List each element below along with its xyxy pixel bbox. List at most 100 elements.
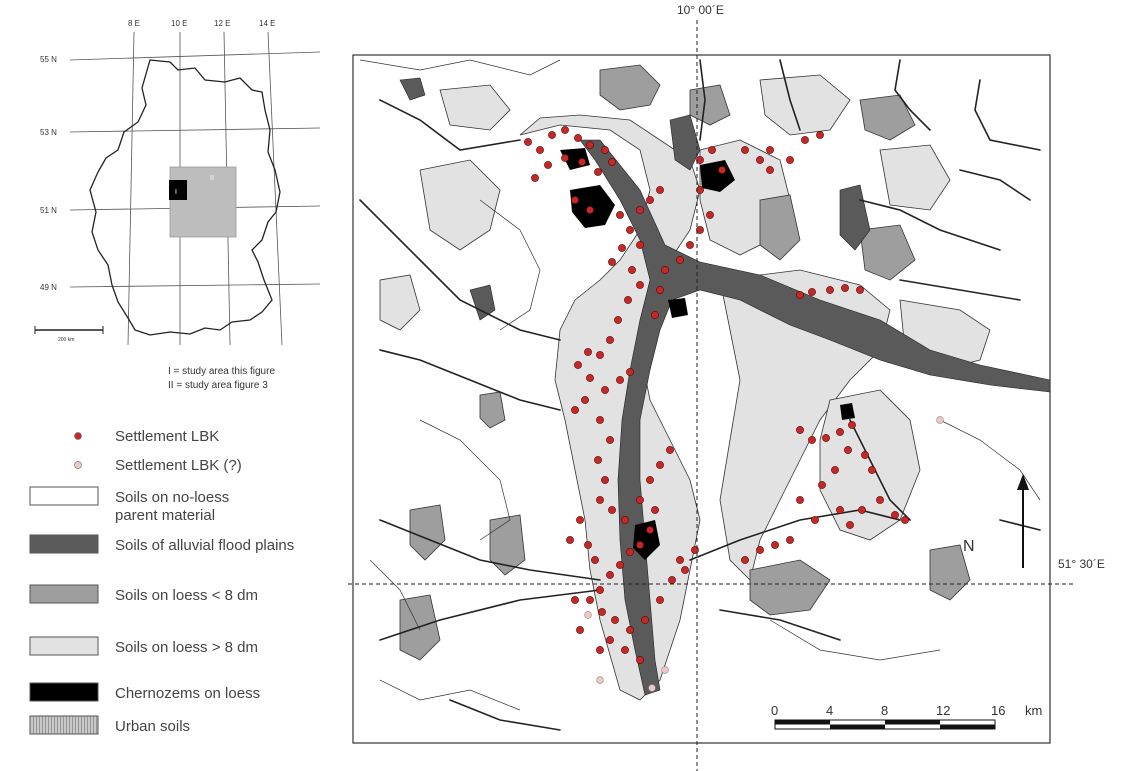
legend-swatch bbox=[74, 461, 82, 469]
settlement-lbk-dot bbox=[771, 541, 779, 549]
inset-caption-2: II = study area figure 3 bbox=[168, 380, 268, 391]
settlement-lbk-dot bbox=[656, 186, 664, 194]
settlement-lbk-dot bbox=[596, 586, 604, 594]
soil-boundaries bbox=[359, 59, 1041, 711]
settlement-lbk-dot bbox=[841, 284, 849, 292]
settlement-lbk-uncertain-dot bbox=[648, 684, 656, 692]
settlement-lbk-dot bbox=[598, 608, 606, 616]
settlement-lbk-dot bbox=[836, 506, 844, 514]
settlement-lbk-dot bbox=[571, 406, 579, 414]
settlement-lbk-uncertain-dot bbox=[596, 676, 604, 684]
legend-item-urban: Urban soils bbox=[29, 715, 190, 735]
settlement-lbk-dot bbox=[646, 476, 654, 484]
settlement-lbk-dot bbox=[741, 146, 749, 154]
settlement-lbk-uncertain-dot bbox=[584, 611, 592, 619]
inset-lat-label: 51 N bbox=[40, 206, 57, 215]
settlement-lbk-dot bbox=[696, 186, 704, 194]
settlement-lbk-dot bbox=[808, 288, 816, 296]
legend-swatch bbox=[29, 584, 99, 604]
settlement-lbk-dot bbox=[858, 506, 866, 514]
settlement-lbk-dot bbox=[786, 536, 794, 544]
settlement-lbk-dot bbox=[626, 626, 634, 634]
settlement-lbk-dot bbox=[836, 428, 844, 436]
settlement-lbk-dot bbox=[636, 281, 644, 289]
legend-item-settlement_lbk_q: Settlement LBK (?) bbox=[74, 457, 242, 474]
settlement-lbk-dot bbox=[796, 291, 804, 299]
settlement-lbk-dot bbox=[696, 226, 704, 234]
settlement-lbk-dot bbox=[606, 436, 614, 444]
settlement-lbk-dot bbox=[641, 616, 649, 624]
settlement-lbk-dot bbox=[616, 211, 624, 219]
settlement-dots bbox=[524, 126, 944, 692]
settlement-lbk-dot bbox=[566, 536, 574, 544]
parallel-label: 51° 30´E bbox=[1058, 557, 1105, 571]
settlement-lbk-dot bbox=[846, 521, 854, 529]
settlement-lbk-dot bbox=[651, 311, 659, 319]
settlement-lbk-dot bbox=[594, 456, 602, 464]
legend-label: Chernozems on loess bbox=[115, 685, 260, 702]
settlement-lbk-dot bbox=[808, 436, 816, 444]
legend-swatch bbox=[29, 682, 99, 702]
scalebar-tick-label: 4 bbox=[826, 703, 833, 718]
settlement-lbk-dot bbox=[801, 136, 809, 144]
settlement-lbk-dot bbox=[708, 146, 716, 154]
settlement-lbk-dot bbox=[616, 376, 624, 384]
settlement-lbk-dot bbox=[596, 351, 604, 359]
settlement-lbk-dot bbox=[586, 206, 594, 214]
settlement-lbk-dot bbox=[856, 286, 864, 294]
legend-item-settlement_lbk: Settlement LBK bbox=[74, 428, 219, 445]
settlement-lbk-dot bbox=[796, 496, 804, 504]
settlement-lbk-dot bbox=[844, 446, 852, 454]
settlement-lbk-dot bbox=[584, 541, 592, 549]
settlement-lbk-dot bbox=[691, 546, 699, 554]
settlement-lbk-dot bbox=[626, 548, 634, 556]
settlement-lbk-dot bbox=[816, 131, 824, 139]
settlement-lbk-dot bbox=[576, 516, 584, 524]
settlement-lbk-uncertain-dot bbox=[661, 666, 669, 674]
inset-lon-label: 12 E bbox=[214, 19, 230, 28]
alluvial-areas bbox=[399, 77, 1050, 696]
germany-outline bbox=[89, 59, 281, 336]
settlement-lbk-dot bbox=[561, 154, 569, 162]
legend-label: Soils on loess < 8 dm bbox=[115, 587, 258, 604]
settlement-lbk-dot bbox=[606, 336, 614, 344]
legend-swatch bbox=[29, 715, 99, 735]
settlement-lbk-dot bbox=[656, 461, 664, 469]
settlement-lbk-dot bbox=[831, 466, 839, 474]
settlement-lbk-dot bbox=[756, 546, 764, 554]
study-area-i-box bbox=[169, 180, 187, 200]
settlement-lbk-dot bbox=[586, 141, 594, 149]
inset-box-label-ii: II bbox=[210, 175, 214, 182]
inset-lat-label: 49 N bbox=[40, 283, 57, 292]
settlement-lbk-dot bbox=[574, 361, 582, 369]
scalebar-tick-label: 0 bbox=[771, 703, 778, 718]
settlement-lbk-dot bbox=[686, 241, 694, 249]
rivers bbox=[359, 59, 1041, 731]
settlement-lbk-dot bbox=[601, 476, 609, 484]
settlement-lbk-dot bbox=[718, 166, 726, 174]
settlement-lbk-dot bbox=[578, 158, 586, 166]
settlement-lbk-dot bbox=[661, 266, 669, 274]
settlement-lbk-dot bbox=[576, 626, 584, 634]
settlement-lbk-dot bbox=[621, 646, 629, 654]
scalebar-tick-label: 12 bbox=[936, 703, 950, 718]
settlement-lbk-dot bbox=[606, 636, 614, 644]
settlement-lbk-dot bbox=[901, 516, 909, 524]
settlement-lbk-dot bbox=[601, 146, 609, 154]
north-label: N bbox=[963, 538, 975, 555]
legend-swatch bbox=[29, 486, 99, 506]
settlement-lbk-dot bbox=[548, 131, 556, 139]
settlement-lbk-dot bbox=[666, 446, 674, 454]
settlement-lbk-dot bbox=[524, 138, 532, 146]
legend-item-alluvial: Soils of alluvial flood plains bbox=[29, 534, 294, 554]
settlement-lbk-dot bbox=[581, 396, 589, 404]
settlement-lbk-dot bbox=[891, 511, 899, 519]
settlement-lbk-dot bbox=[571, 596, 579, 604]
settlement-lbk-dot bbox=[876, 496, 884, 504]
inset-box-label-i: I bbox=[175, 189, 177, 196]
scalebar bbox=[774, 719, 996, 730]
inset-lon-label: 8 E bbox=[128, 19, 140, 28]
